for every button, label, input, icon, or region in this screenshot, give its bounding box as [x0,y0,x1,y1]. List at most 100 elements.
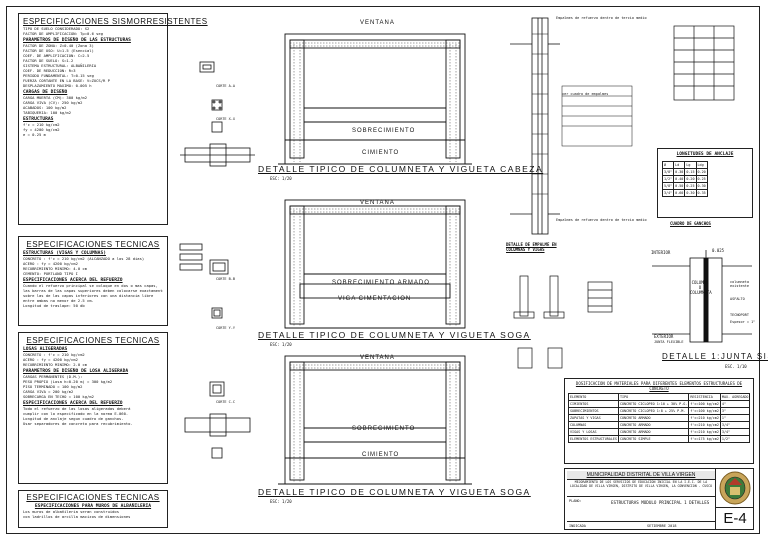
anclaje-cell: 0.20 [684,175,697,183]
anclaje-cell: 0.25 [695,175,708,183]
materiales-cell: CONCRETO SIMPLE [617,435,690,443]
junta-label-4: JUNTA FLEXIBLE [654,340,684,344]
materiales-cell: 1" [719,414,751,422]
materiales-cell: CIMIENTOS [568,400,619,408]
spec-line: con ladrillos de arcilla macizos de dime… [23,514,131,519]
corte-label: CORTE A-A [216,84,235,88]
spec-line: ACABADOS: 100 kg/m2 [23,105,67,110]
corte-label: CORTE Y-Y [216,326,235,330]
anclaje-cell: 0.60 [673,189,686,197]
junta-scale: ESC. 1/10 [725,364,747,369]
empalme-detail [510,17,633,235]
spec-line: ACERO : fy = 4200 kg/cm2 [23,261,78,266]
anclaje-header: Ld [673,161,686,169]
spec-line: TIPO DE SUELO CONSIDERADO: S2 [23,26,90,31]
sobrecimiento-armado-label: SOBRECIMIENTO ARMADO [332,280,430,286]
spec-line: FACTOR DE ZONA: Z=0.40 (Zona 3) [23,43,94,48]
spec-seismic-title: ESPECIFICACIONES SISMORRESISTENTES [23,17,208,26]
spec-line: PESO PROPIO (Losa h=0.20 m) = 300 kg/m2 [23,379,113,384]
entity-name: MUNICIPALIDAD DISTRITAL DE VILLA VIRGEN [567,471,715,480]
spec-seismic-panel: ESPECIFICACIONES SISMORRESISTENTES TIPO … [18,13,208,225]
spec-line: Los muros de albañileria seran construid… [23,509,120,514]
anclaje-header: Lg [684,161,697,169]
ventana-label: VENTANA [360,20,395,26]
detail-2-title: DETALLE TIPICO DE COLUMNETA Y VIGUETA SO… [258,330,531,340]
anclaje-cell: 0.20 [695,168,708,176]
spec-seismic-lines-a: TIPO DE SUELO CONSIDERADO: S2 FACTOR DE … [23,26,163,36]
spec-line: CEMENTO: PORTLAND TIPO I [23,271,78,276]
materiales-cell: CONCRETO ARMADO [617,428,690,436]
anclaje-cell: 0.30 [695,182,708,190]
materiales-header: RESISTENCIA [688,393,721,401]
materiales-cell: ZAPATAS Y VIGAS [568,414,619,422]
spec-line: COEF. DE REDUCCION: R=3 [23,68,76,73]
detail-3-scale: ESC: 1/20 [270,499,292,504]
empalme-sub-sections [513,275,613,369]
anclaje-title: LONGITUDES DE ANCLAJE [676,152,734,157]
anclaje-cell: 0.40 [673,175,686,183]
spec-line: CARGAS PERMANENTES (D.M.): [23,374,83,379]
spec-line: CARGA VIVA = 200 kg/m2 [23,389,74,394]
spec-line: RECUBRIMIENTO MINIMO: 2.0 cm [23,362,88,367]
anclaje-cell: 0.25 [684,182,697,190]
anclaje-cell: 0.35 [695,189,708,197]
junta-label-3: TECNOPORT [730,313,749,317]
spec-line: entre ambas no menor de 2.5 cm. [23,298,94,303]
ventana-label: VENTANA [360,200,395,206]
materiales-header: ELEMENTO [568,393,619,401]
sobrecimiento-label: SOBRECIMIENTO [352,426,416,432]
spec-tecnicas-1-panel: ESPECIFICACIONES TECNICAS ESTRUCTURAS (V… [18,236,168,326]
materiales-cell: SOBRECIMIENTOS [568,407,619,415]
spec-tecnicas-1-sub1: ESTRUCTURAS (VIGAS Y COLUMNAS) [23,251,106,256]
materiales-cell: VIGAS Y LOSAS [568,428,619,436]
spec-line: Longitud de traslape: 50 db [23,303,85,308]
materiales-cell: 1/2" [719,435,751,443]
spec-line: SISTEMA ESTRUCTURAL: ALBAÑILERIA [23,63,97,68]
materiales-cell: ELEMENTOS ESTRUCTURALES [568,435,619,443]
materiales-header: TIPO [617,393,690,401]
spec-seismic-sub3: ESTRUCTURAS [23,117,54,122]
cimiento-label: CIMIENTO [362,150,400,156]
empalme-title: DETALLE DE EMPALME EN COLUMNAS Y VIGAS [506,242,557,252]
detail-1-scale: ESC: 1/20 [270,176,292,181]
plano-label: PLANO: [569,499,582,503]
spec-tecnicas-2-sub1: LOSAS ALIGERADAS [23,347,68,352]
materiales-cell: CONCRETO CICLOPEO 1:8 + 25% P.M. [617,407,690,415]
spec-line: COEF. DE AMPLIFICACION: C=2.5 [23,53,90,58]
junta-label-2: ASFALTO [730,297,745,301]
materiales-cell: 4" [719,400,751,408]
spec-line: Cuando el refuerzo principal se coloque … [23,283,158,288]
spec-tecnicas-3-panel: ESPECIFICACIONES TECNICAS ESPECIFICACION… [18,490,168,528]
materiales-cell: CONCRETO ARMADO [617,414,690,422]
junta-interior: INTERIOR [651,250,671,255]
materiales-cell: f'c=210 kg/cm2 [688,414,721,422]
junta-exterior: EXTERIOR [654,334,674,339]
detail-2-scale: ESC: 1/20 [270,342,292,347]
spec-tecnicas-2-sub3: ESPECIFICACIONES ACERCA DEL REFUERZO [23,401,123,406]
materiales-cell: 3/4" [719,428,751,436]
materiales-cell: CONCRETO ARMADO [617,421,690,429]
junta-columna: COLUMNA O COLUMNETA [690,280,712,295]
anclaje-panel: LONGITUDES DE ANCLAJE Ø Ld Lg Ldg 3/8" 0… [657,148,753,218]
materiales-cell: f'c=210 kg/cm2 [688,428,721,436]
spec-line: FACTOR DE SUELO: S=1.2 [23,58,74,63]
spec-line: CONCRETO : f'c = 210 kg/cm2 [23,352,85,357]
spec-line: e = 0.25 m [23,132,46,137]
escala-value: INDICADA [569,524,586,528]
materiales-cell: 3/4" [719,421,751,429]
spec-seismic-sub1: PARAMETROS DE DISEÑO DE LAS ESTRUCTURAS [23,38,131,43]
detail-3-title: DETALLE TIPICO DE COLUMNETA Y VIGUETA SO… [258,487,531,497]
anclaje-header: Ldg [695,161,708,169]
spec-tecnicas-1-title: ESPECIFICACIONES TECNICAS [26,240,160,249]
spec-line: CARGA MUERTA (CM): 300 kg/m2 [23,95,88,100]
spec-tecnicas-3-title: ESPECIFICACIONES TECNICAS [26,493,160,502]
anclaje-cell: 0.30 [673,168,686,176]
spec-line: RECUBRIMIENTO MINIMO: 4.0 cm [23,266,88,271]
empalme-note-2: Empalmes de refuerzo dentro de tercio me… [556,218,647,222]
spec-line: PERIODO FUNDAMENTAL: T=0.15 seg [23,73,94,78]
junta-title: DETALLE 1:JUNTA SISMICA [662,352,768,361]
spec-line: ACERO : fy = 4200 kg/cm2 [23,357,78,362]
drawing-sheet [6,6,760,534]
title-block: MUNICIPALIDAD DISTRITAL DE VILLA VIRGEN … [564,468,754,530]
ventana-label: VENTANA [360,355,395,361]
